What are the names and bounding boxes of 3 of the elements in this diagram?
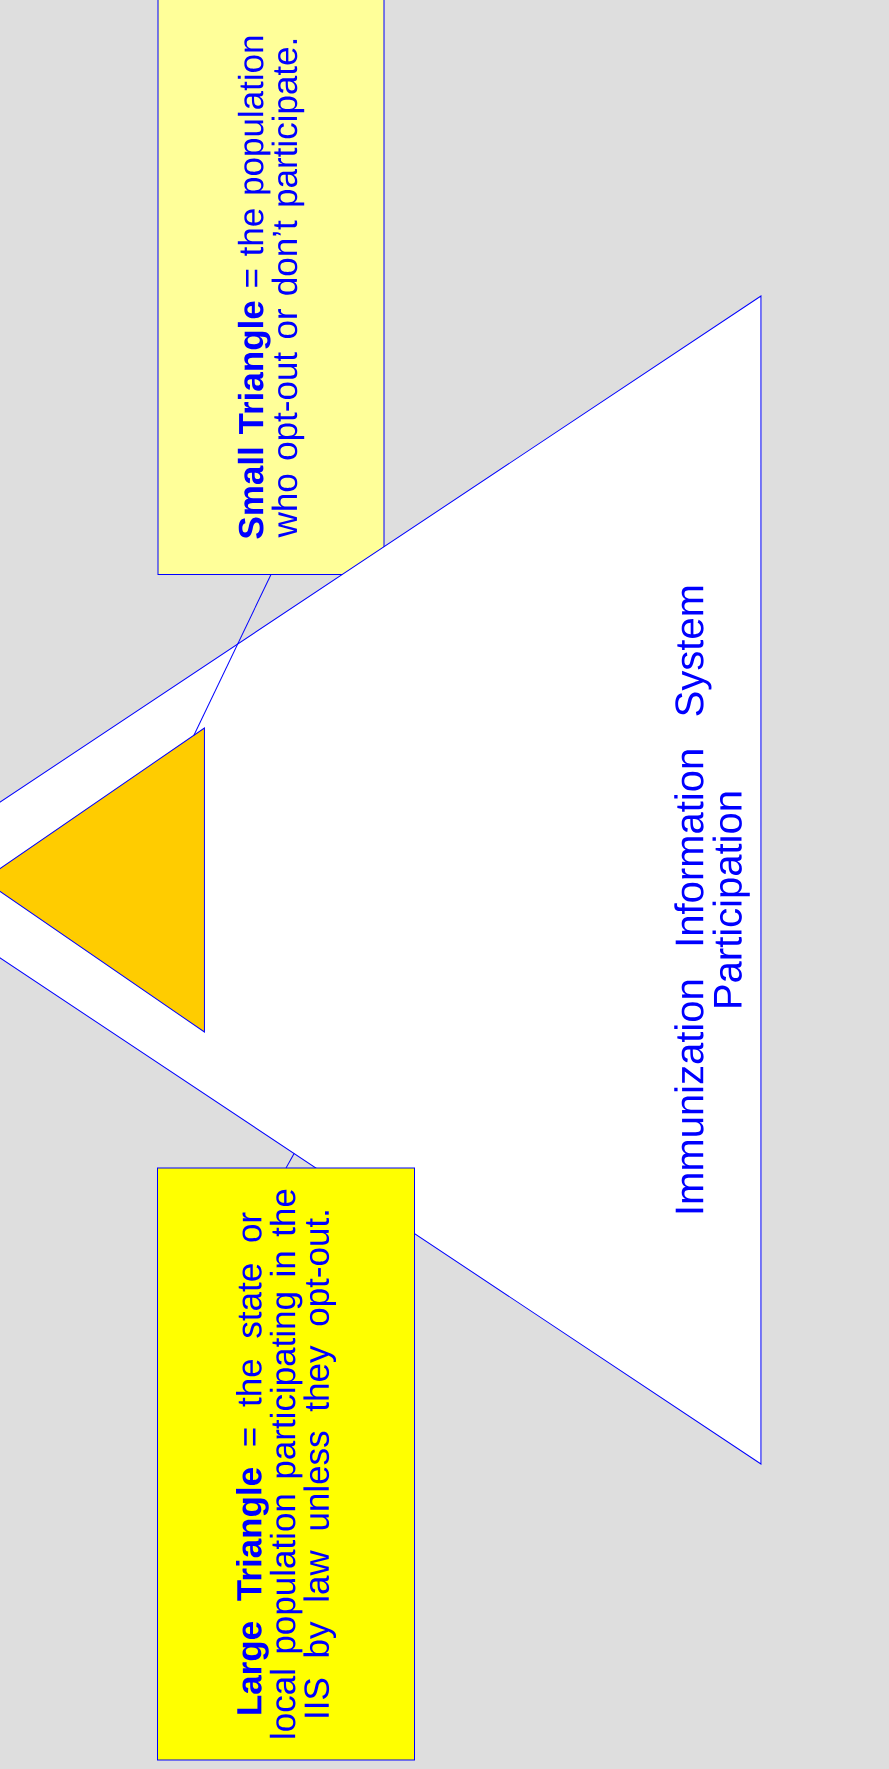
- leader-line: [285, 1153, 295, 1169]
- small-triangle: [0, 727, 205, 1033]
- leader-line: [193, 574, 272, 736]
